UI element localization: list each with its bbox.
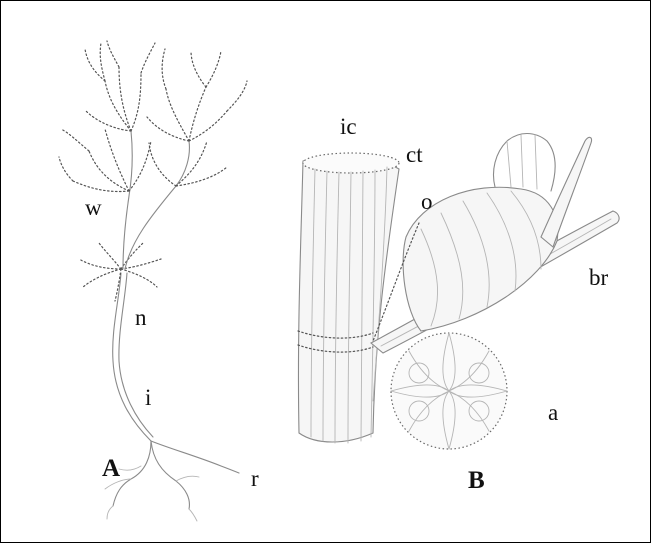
label-br: br — [589, 266, 608, 289]
label-n: n — [135, 306, 147, 329]
plant-roots — [105, 441, 239, 521]
panel-label-a: A — [102, 456, 120, 481]
internode-cylinder — [298, 153, 399, 443]
plant-node-whorl — [79, 243, 161, 301]
label-w: w — [85, 196, 102, 219]
plant-branch-whorls — [59, 41, 247, 192]
label-r: r — [251, 467, 259, 490]
label-a: a — [548, 401, 558, 424]
panel-a-plant-drawing — [59, 41, 247, 521]
panel-label-b: B — [468, 468, 485, 493]
panel-b-detail-drawing — [298, 134, 619, 450]
label-o: o — [421, 190, 433, 213]
label-ct: ct — [406, 143, 423, 166]
label-ic: ic — [340, 115, 357, 138]
label-i: i — [145, 386, 151, 409]
antheridium — [391, 333, 507, 449]
